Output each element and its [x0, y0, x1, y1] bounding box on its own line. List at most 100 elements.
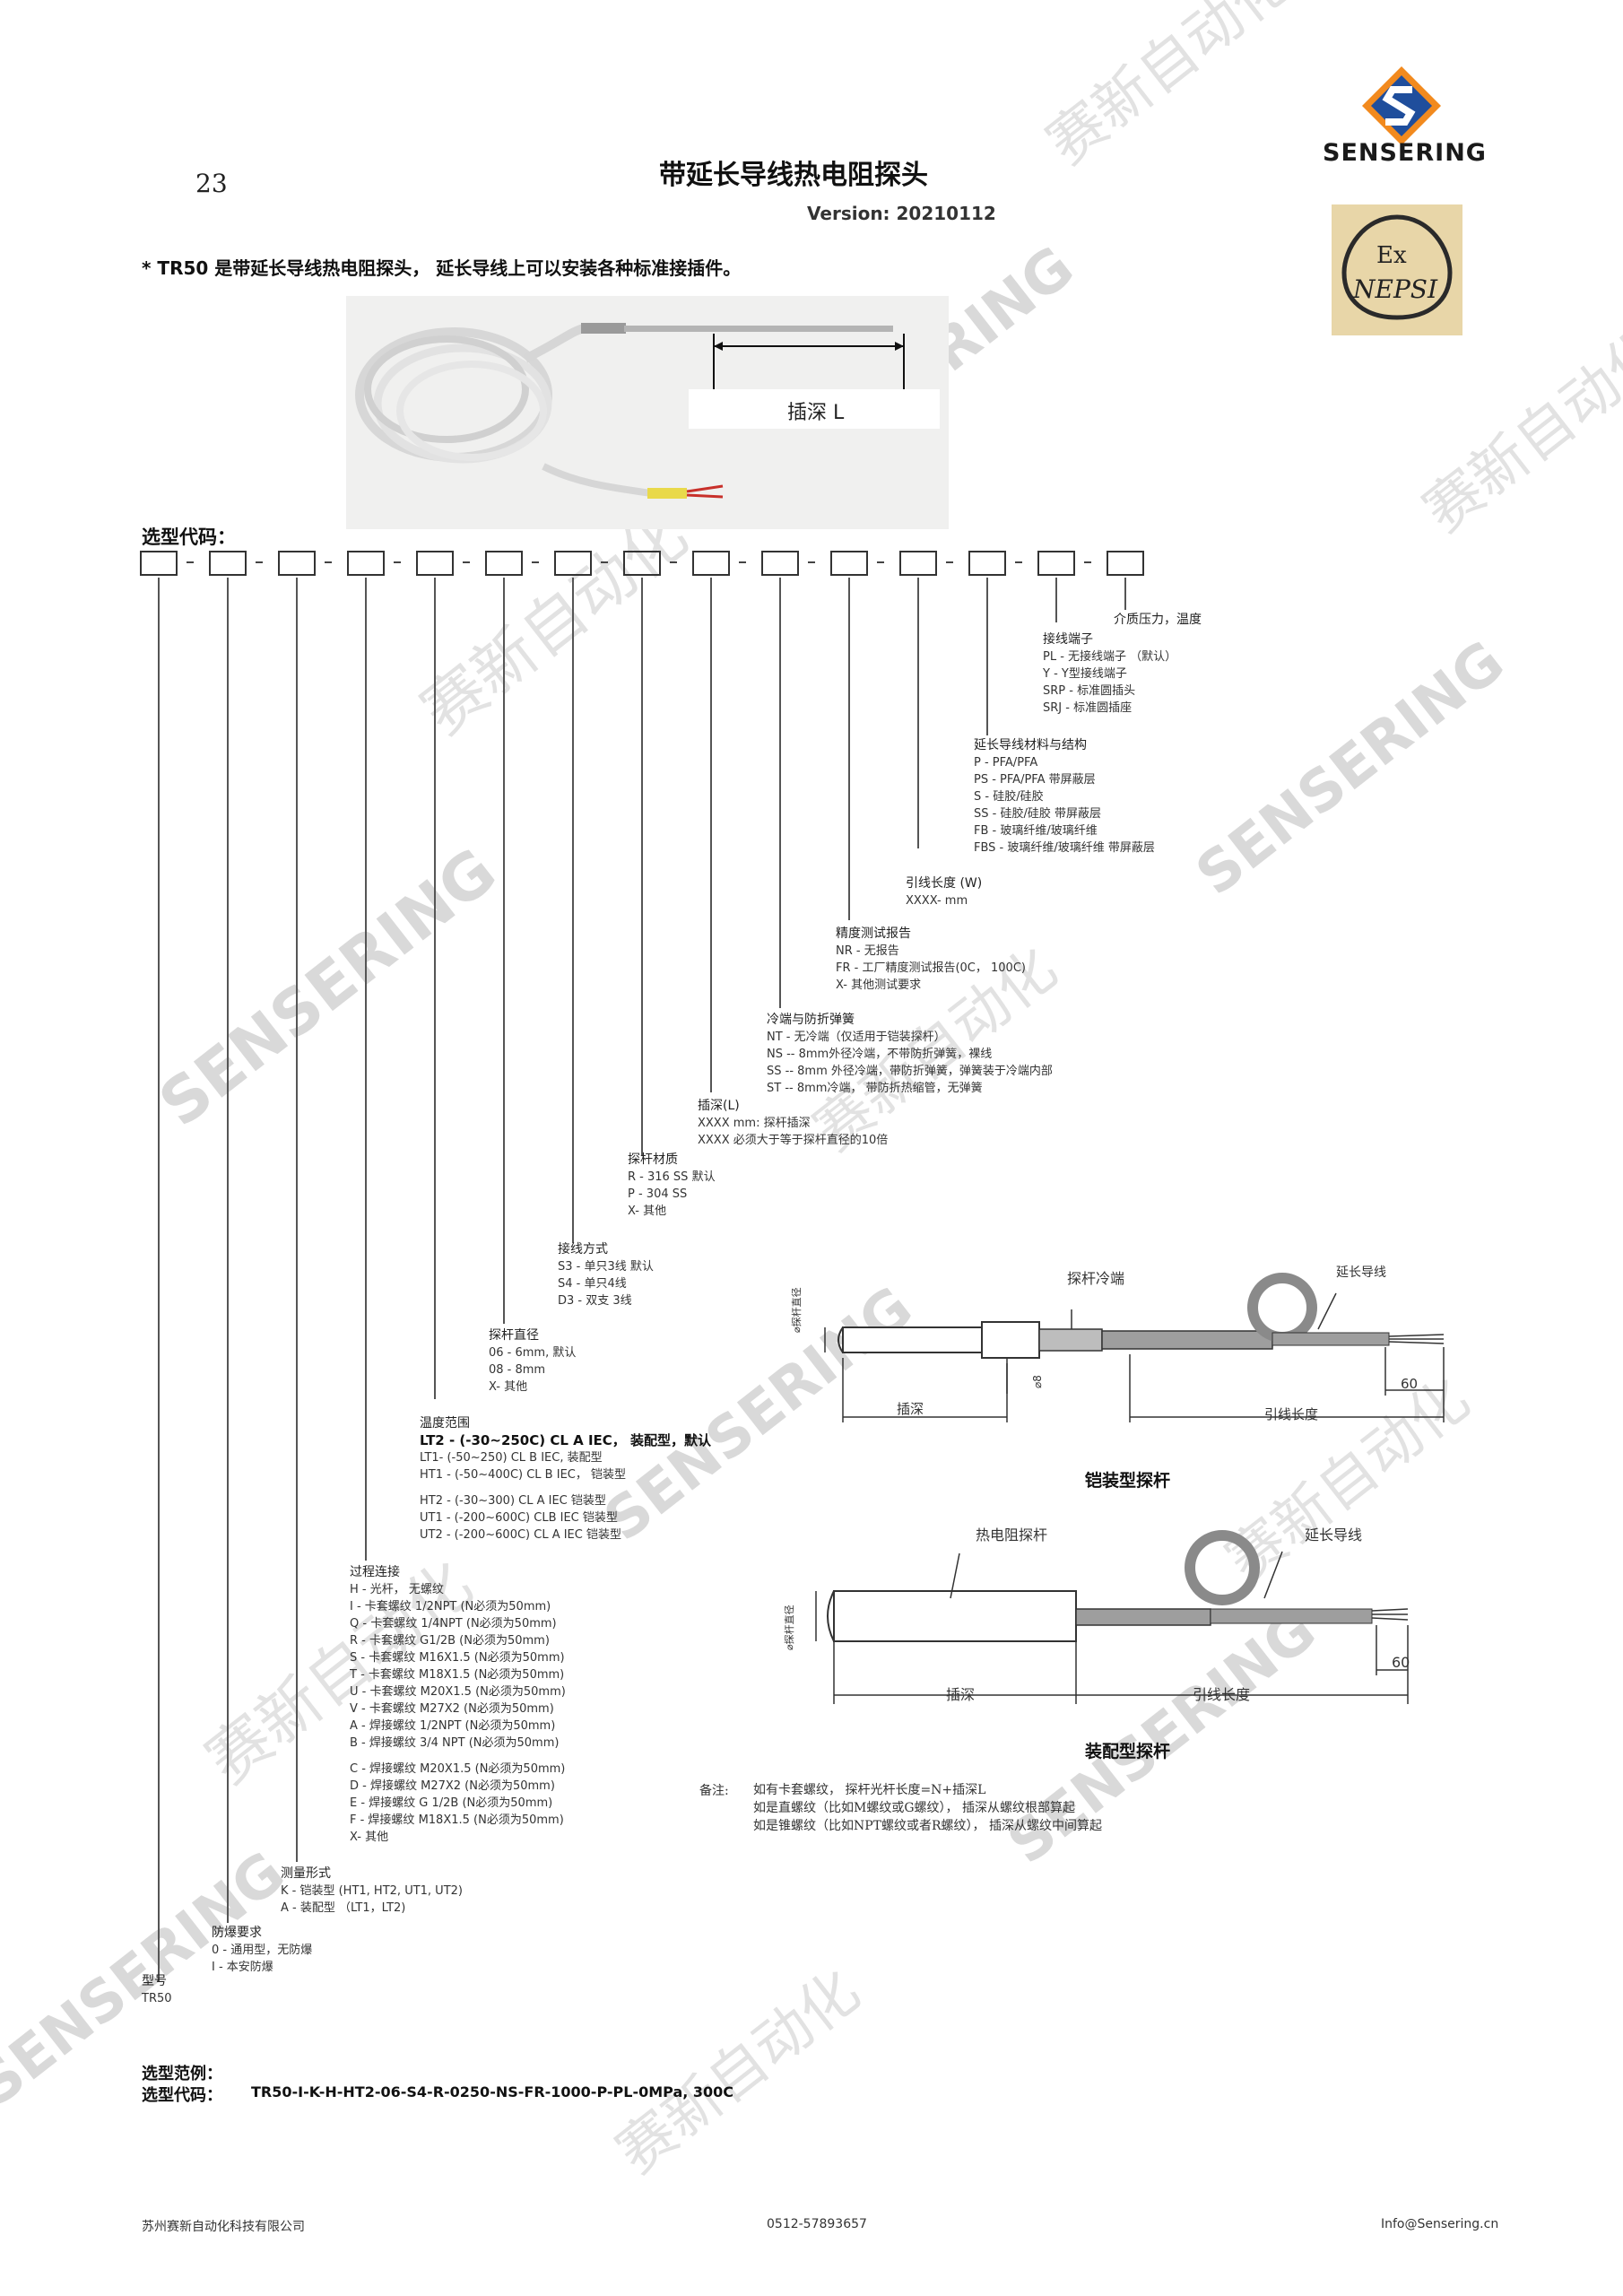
label-probe-dia: ⌀探杆直径 — [791, 1287, 803, 1333]
option-item: FR - 工厂精度测试报告(0C， 100C) — [836, 961, 1026, 975]
brand-logo — [1358, 63, 1445, 149]
code-box[interactable] — [1037, 551, 1075, 576]
leader-line — [641, 578, 643, 1155]
group-title: 接线方式 — [558, 1242, 608, 1257]
group-title: 接线端子 — [1043, 632, 1093, 647]
leader-line — [1124, 578, 1126, 610]
group-title: 插深(L) — [698, 1099, 740, 1113]
note-item: 如是锥螺纹（比如NPT螺纹或者R螺纹）， 插深从螺纹中间算起 — [753, 1819, 1102, 1833]
leader-line — [296, 578, 298, 1862]
code-box[interactable] — [278, 551, 316, 576]
label-lead-length: 引线长度 — [1264, 1406, 1319, 1422]
group-measure: 测量形式 K - 铠装型 (HT1, HT2, UT1, UT2) A - 装配… — [281, 1866, 463, 1917]
cable-coil-icon — [355, 323, 905, 499]
logo-mark-icon — [1362, 66, 1441, 145]
option-item: V - 卡套螺纹 M27X2 (N必须为50mm) — [350, 1702, 554, 1716]
group-probe-material: 探杆材质 R - 316 SS 默认 P - 304 SS X- 其他 — [628, 1152, 716, 1220]
code-box[interactable] — [623, 551, 661, 576]
group-title: 延长导线材料与结构 — [974, 738, 1087, 752]
code-separator — [325, 561, 332, 563]
group-title: 测量形式 — [281, 1866, 331, 1881]
option-item: NT - 无冷端（仅适用于铠装探杆） — [767, 1031, 946, 1044]
nepsi-cert-mark: Ex NEPSI — [1332, 204, 1462, 335]
assembled-probe-icon — [815, 1530, 1409, 1704]
code-box[interactable] — [554, 551, 592, 576]
watermark: 赛新自动化 — [1411, 317, 1623, 546]
option-item: UT1 - (-200~600C) CLB IEC 铠装型 — [420, 1511, 618, 1525]
footer-email: Info@Sensering.cn — [1381, 2217, 1499, 2231]
code-box[interactable] — [692, 551, 730, 576]
group-process: 过程连接 H - 光杆， 无螺纹 I - 卡套螺纹 1/2NPT (N必须为50… — [350, 1564, 566, 1846]
code-box[interactable] — [899, 551, 937, 576]
watermark: 赛新自动化 — [604, 1958, 872, 2187]
group-title: 介质压力，温度 — [1114, 613, 1202, 627]
code-box[interactable] — [416, 551, 454, 576]
option-item: A - 装配型 （LT1，LT2) — [281, 1901, 406, 1915]
leader-line — [572, 578, 574, 1243]
selection-heading: 选型代码： — [142, 526, 236, 548]
page-title: 带延长导线热电阻探头 — [659, 160, 928, 191]
watermark: SENSERING — [145, 833, 510, 1142]
product-photo: 插深 L — [346, 296, 949, 529]
insertion-label-box — [689, 389, 940, 429]
option-item: FBS - 玻璃纤维/玻璃纤维 带屏蔽层 — [974, 841, 1155, 855]
option-item: S3 - 单只3线 默认 — [558, 1260, 654, 1274]
code-separator — [1015, 561, 1022, 563]
code-box[interactable] — [1107, 551, 1144, 576]
option-item: R - 卡套螺纹 G1/2B (N必须为50mm) — [350, 1634, 550, 1648]
watermark: 赛新自动化 — [1035, 0, 1303, 178]
option-item: NS -- 8mm外径冷端，不带防折弹簧，裸线 — [767, 1048, 993, 1061]
leader-line — [227, 578, 229, 1923]
group-title: 型号 — [142, 1974, 167, 1988]
option-item: A - 焊接螺纹 1/2NPT (N必须为50mm) — [350, 1719, 556, 1733]
leader-line — [710, 578, 712, 1092]
code-box[interactable] — [968, 551, 1006, 576]
label-probe: 热电阻探杆 — [976, 1526, 1048, 1544]
spacer — [350, 1752, 566, 1761]
diagram-caption: 铠装型探杆 — [1085, 1471, 1171, 1491]
code-separator — [532, 561, 539, 563]
code-separator — [670, 561, 677, 563]
option-item: D - 焊接螺纹 M27X2 (N必须为50mm) — [350, 1779, 555, 1793]
group-title: 引线长度 (W) — [906, 876, 983, 891]
label-dim-60: 60 — [1392, 1654, 1410, 1671]
code-box[interactable] — [347, 551, 385, 576]
group-connector: 接线端子 PL - 无接线端子 （默认） Y - Y型接线端子 SRP - 标准… — [1043, 631, 1176, 717]
example-code-label: 选型代码： — [142, 2086, 222, 2105]
group-medium: 介质压力，温度 — [1114, 612, 1202, 629]
code-box[interactable] — [209, 551, 247, 576]
code-box[interactable] — [485, 551, 523, 576]
option-item: XXXX mm: 探杆插深 — [698, 1117, 811, 1130]
diagram-assembled: 热电阻探杆 延长导线 ⌀探杆直径 插深 引线长度 60 装配型探杆 — [780, 1516, 1471, 1767]
note-item: 如是直螺纹（比如M螺纹或G螺纹）， 插深从螺纹根部算起 — [753, 1801, 1075, 1815]
label-insert: 插深 — [946, 1686, 976, 1703]
nepsi-label: NEPSI — [1353, 274, 1438, 304]
group-ext-material: 延长导线材料与结构 P - PFA/PFA PS - PFA/PFA 带屏蔽层 … — [974, 737, 1155, 857]
option-item: X- 其他 — [489, 1380, 528, 1394]
group-lead-length: 引线长度 (W) XXXX- mm — [906, 875, 982, 909]
diagram-caption: 装配型探杆 — [1085, 1742, 1171, 1761]
code-box[interactable] — [140, 551, 178, 576]
option-item: PS - PFA/PFA 带屏蔽层 — [974, 773, 1096, 787]
code-box[interactable] — [761, 551, 799, 576]
option-item: XXXX 必须大于等于探杆直径的10倍 — [698, 1134, 889, 1147]
option-item: D3 - 双支 3线 — [558, 1294, 632, 1308]
label-cold-end: 探杆冷端 — [1067, 1270, 1125, 1287]
leader-line — [917, 578, 919, 848]
label-dim-60: 60 — [1401, 1376, 1419, 1392]
page-number: 23 — [195, 169, 228, 198]
leader-line — [158, 578, 160, 1982]
option-item: SRJ - 标准圆插座 — [1043, 701, 1133, 715]
option-item: 0 - 通用型，无防爆 — [212, 1944, 313, 1957]
option-item: PL - 无接线端子 （默认） — [1043, 650, 1177, 664]
label-insert: 插深 — [897, 1401, 924, 1417]
option-item: LT1- (-50~250) CL B IEC, 装配型 — [420, 1451, 603, 1465]
option-item: SS -- 8mm 外径冷端，带防折弹簧，弹簧装于冷端内部 — [767, 1065, 1053, 1078]
leader-line — [365, 578, 367, 1561]
ex-triangle-icon — [1341, 214, 1453, 320]
option-item: HT2 - (-30~300) CL A IEC 铠装型 — [420, 1494, 606, 1508]
leader-line — [503, 578, 505, 1324]
option-item: X- 其他 — [628, 1205, 667, 1218]
version-label: Version: 20210112 — [807, 203, 996, 224]
code-box[interactable] — [830, 551, 868, 576]
